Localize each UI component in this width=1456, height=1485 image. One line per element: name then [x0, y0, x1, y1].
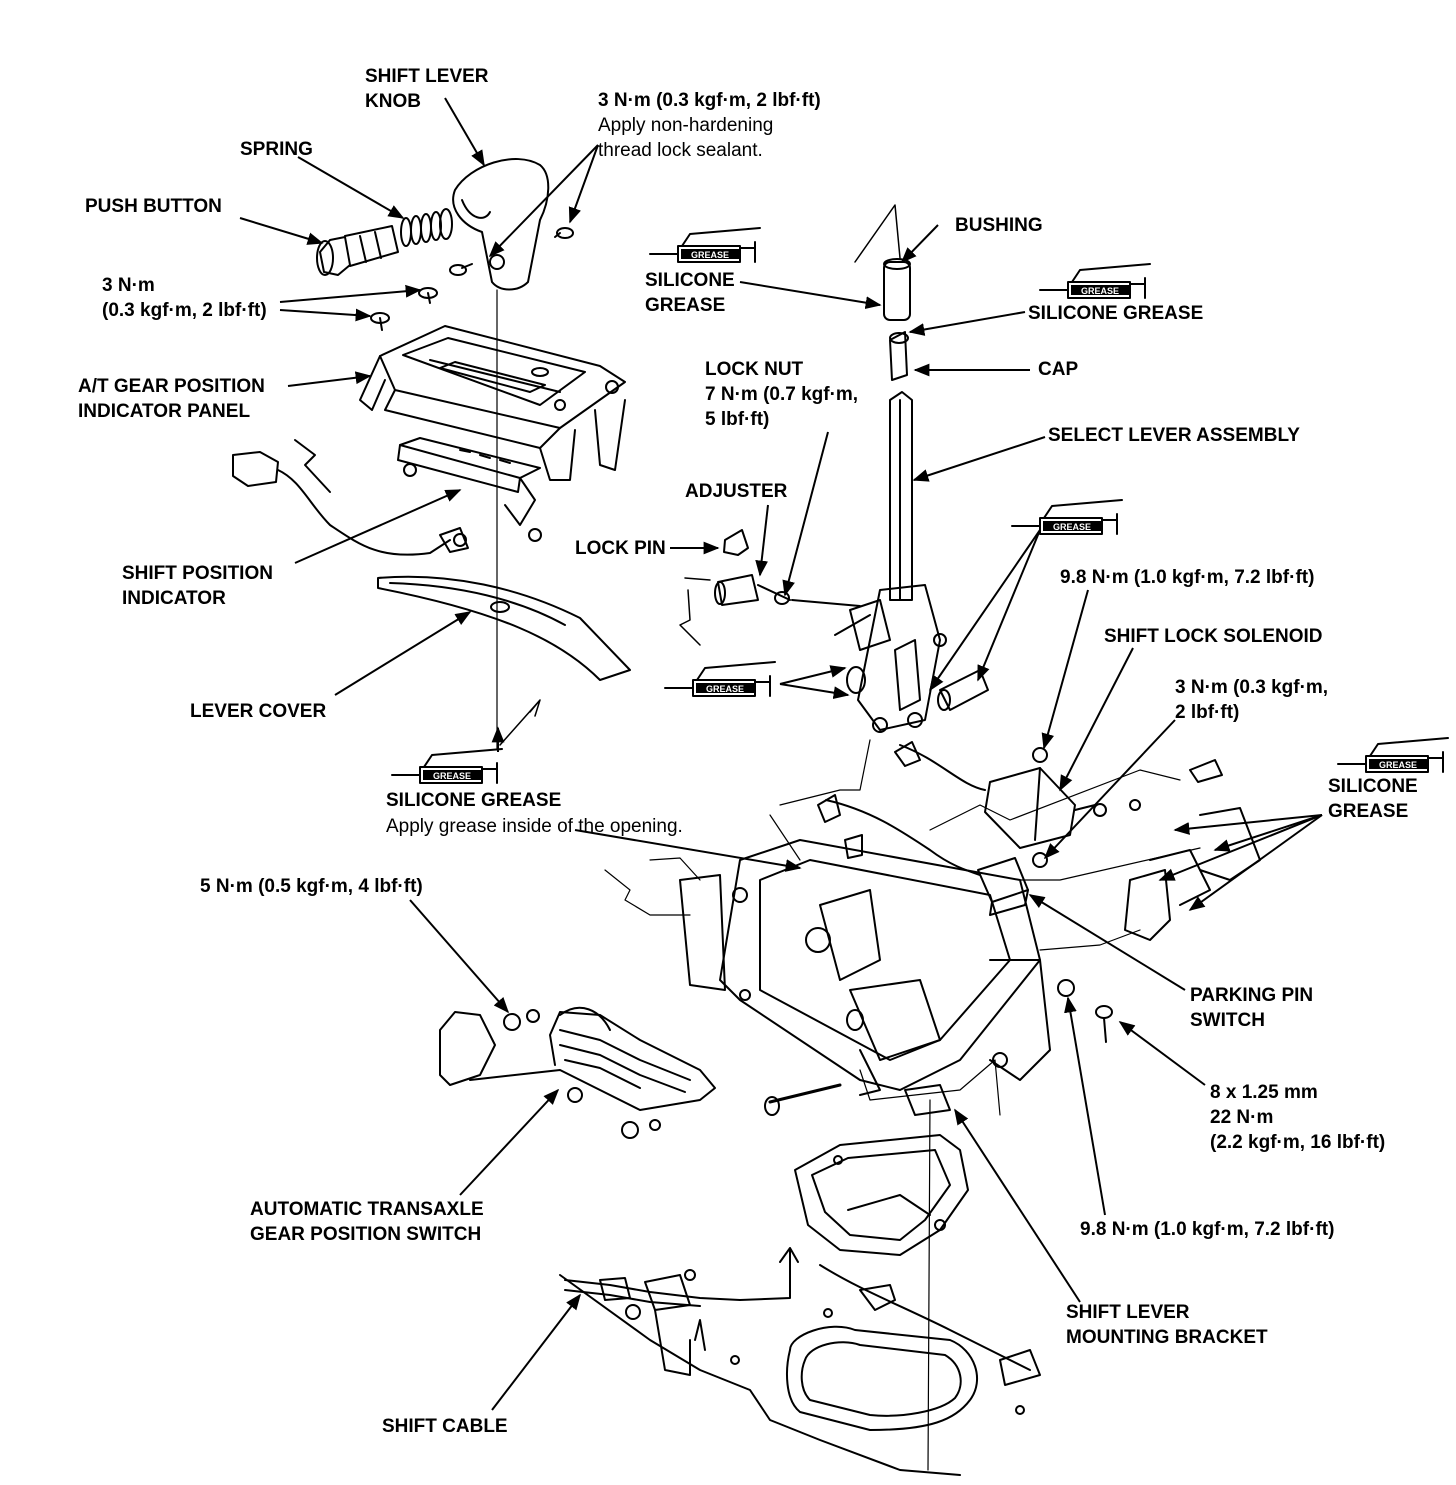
label-silicone-grease-cap: SILICONE GREASE	[1028, 303, 1204, 324]
label-parking-pin-switch: PARKING PIN SWITCH	[1190, 985, 1314, 1031]
lever-pivot-bushing-part	[846, 666, 989, 711]
knob-screw-part	[449, 227, 574, 276]
bracket-bolt-part	[1057, 979, 1113, 1043]
label-shift-lock-solenoid: SHIFT LOCK SOLENOID	[1104, 626, 1323, 647]
label-torque-solenoid-bolt: 9.8 N·m (1.0 kgf·m, 7.2 lbf·ft)	[1060, 567, 1315, 588]
grease-tag-text: GREASE	[691, 250, 729, 260]
spring-part	[400, 208, 453, 247]
label-shift-lever-mounting-bracket: SHIFT LEVER MOUNTING BRACKET	[1066, 1302, 1268, 1348]
grease-tag-text: GREASE	[433, 771, 471, 781]
lever-cover-part	[377, 575, 631, 681]
shift-position-indicator-part	[232, 437, 542, 556]
label-torque-solenoid: 3 N·m (0.3 kgf·m, 2 lbf·ft)	[1175, 677, 1329, 723]
label-silicone-grease-bushing: SILICONE GREASE	[645, 270, 735, 316]
label-lever-cover: LEVER COVER	[190, 701, 327, 722]
grease-tag-text: GREASE	[706, 684, 744, 694]
parking-pin-switch-part	[977, 857, 1029, 916]
label-select-lever-assembly: SELECT LEVER ASSEMBLY	[1048, 425, 1300, 446]
label-torque-switch: 5 N·m (0.5 kgf·m, 4 lbf·ft)	[200, 876, 423, 897]
label-bushing: BUSHING	[955, 215, 1043, 236]
grease-tag-text: GREASE	[1053, 522, 1091, 532]
gear-position-indicator-panel-part	[359, 325, 626, 481]
shift-lever-knob-part	[452, 158, 550, 291]
console-base-part	[559, 1264, 1041, 1476]
push-button-part	[316, 225, 399, 276]
shift-cable-part	[564, 1247, 799, 1376]
label-cap: CAP	[1038, 359, 1079, 380]
grease-tube-part	[391, 227, 1449, 784]
label-torque-bracket-bolt: 8 x 1.25 mm 22 N·m (2.2 kgf·m, 16 lbf·ft…	[1210, 1082, 1386, 1153]
adjuster-part	[714, 574, 791, 606]
shift-lock-solenoid-part	[984, 747, 1141, 868]
label-shift-position-indicator: SHIFT POSITION INDICATOR	[122, 563, 273, 609]
bushing-part	[883, 258, 911, 321]
cap-part	[889, 331, 909, 381]
lock-pin-part	[723, 529, 749, 556]
label-lock-nut: LOCK NUT 7 N·m (0.7 kgf·m, 5 lbf·ft)	[705, 359, 859, 430]
select-lever-assembly-part	[791, 391, 947, 733]
label-lock-pin: LOCK PIN	[575, 538, 666, 559]
base-bracket-part	[679, 839, 1051, 1116]
label-torque-knob-note: Apply non-hardening thread lock sealant.	[598, 115, 774, 161]
label-torque-knob: 3 N·m (0.3 kgf·m, 2 lbf·ft)	[598, 90, 821, 111]
label-silicone-grease-cover: SILICONE GREASE	[386, 790, 562, 811]
grease-tag-text: GREASE	[1379, 760, 1417, 770]
label-spring: SPRING	[240, 139, 313, 160]
shift-lever-box-part	[794, 1134, 969, 1256]
grease-tag-text: GREASE	[1081, 286, 1119, 296]
label-silicone-grease-cover-note: Apply grease inside of the opening.	[386, 816, 683, 837]
label-shift-cable: SHIFT CABLE	[382, 1416, 508, 1437]
label-push-button: PUSH BUTTON	[85, 196, 222, 217]
label-gear-position-switch: AUTOMATIC TRANSAXLE GEAR POSITION SWITCH	[250, 1199, 484, 1245]
leader-lines	[239, 97, 1323, 1411]
grease-tags: GREASE GREASE GREASE GREASE GREASE GREAS…	[423, 249, 1427, 781]
label-shift-lever-knob: SHIFT LEVER KNOB	[365, 66, 489, 112]
label-silicone-grease-right: SILICONE GREASE	[1328, 776, 1418, 822]
gear-position-switch-part	[439, 1006, 716, 1139]
label-gear-position-indicator-panel: A/T GEAR POSITION INDICATOR PANEL	[78, 376, 265, 422]
label-adjuster: ADJUSTER	[685, 481, 788, 502]
label-torque-panel: 3 N·m (0.3 kgf·m, 2 lbf·ft)	[102, 275, 267, 321]
label-torque-bracket-nut: 9.8 N·m (1.0 kgf·m, 7.2 lbf·ft)	[1080, 1219, 1335, 1240]
